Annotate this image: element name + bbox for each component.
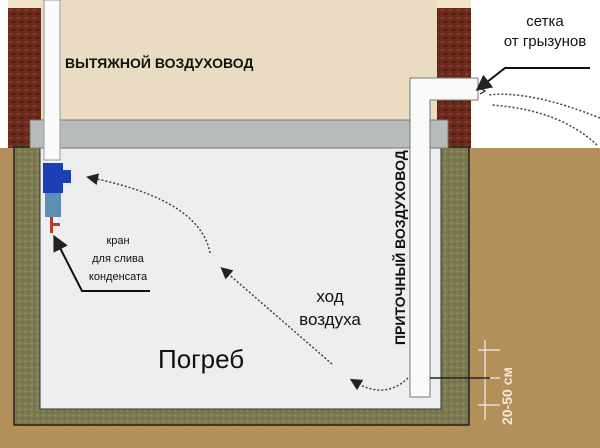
mesh-label-line2: от грызунов <box>504 33 586 50</box>
floor-slab <box>29 119 449 149</box>
exhaust-duct-label: ВЫТЯЖНОЙ ВОЗДУХОВОД <box>65 54 253 71</box>
drain-tap-handle <box>50 223 60 226</box>
wall-top-left <box>8 0 44 8</box>
valve-label-line1: кран <box>106 235 129 247</box>
house-interior <box>40 0 438 122</box>
wall-top-right <box>437 0 471 8</box>
airflow-arrow-bottom <box>349 377 409 391</box>
airflow-outside-2 <box>491 104 598 146</box>
valve-body <box>43 163 63 193</box>
airflow-label-line1: ход <box>316 287 343 306</box>
exhaust-duct <box>43 0 61 161</box>
cellar-label: Погреб <box>158 344 244 374</box>
airflow-label-line2: воздуха <box>299 310 361 329</box>
cellar-interior <box>39 146 442 410</box>
intake-duct-label: ПРИТОЧНЫЙ ВОЗДУХОВОД <box>391 150 408 345</box>
mesh-pointer <box>475 67 590 91</box>
valve-label-line3: конденсата <box>89 271 148 283</box>
valve-pointer <box>53 234 150 292</box>
valve-label-line2: для слива <box>92 253 145 265</box>
condensate-trap <box>45 193 61 217</box>
airflow-arrow-top <box>86 173 211 254</box>
valve-outlet <box>60 170 71 183</box>
dimension-label: 20-50 см <box>499 367 515 425</box>
mesh-label-line1: сетка <box>526 13 564 30</box>
